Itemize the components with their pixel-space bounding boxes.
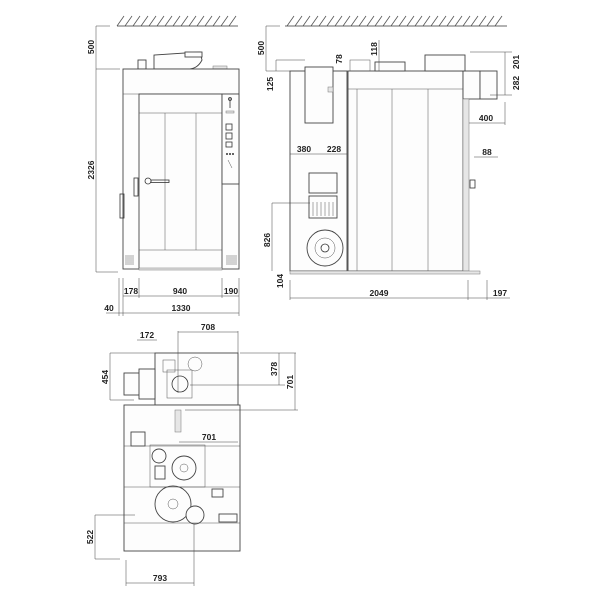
vent-right [226, 255, 237, 265]
vent-left [125, 255, 134, 265]
dim-front-door: 940 [173, 286, 187, 296]
side-body [347, 70, 464, 272]
dim-side-400: 400 [479, 113, 493, 123]
dim-side-104: 104 [275, 274, 285, 288]
ceiling-hatch [116, 15, 238, 27]
dim-side-ceiling: 500 [256, 41, 266, 55]
dim-front-left: 178 [124, 286, 138, 296]
side-motor [306, 229, 344, 267]
dim-front-right: 190 [224, 286, 238, 296]
dim-side-88: 88 [482, 147, 492, 157]
fan-wheel [154, 485, 192, 523]
front-view: 500 2326 178 940 190 1330 40 [86, 15, 240, 316]
dim-side-125: 125 [265, 77, 275, 91]
dim-top-454: 454 [100, 370, 110, 384]
dim-front-height: 2326 [86, 160, 96, 179]
dim-side-282: 282 [511, 76, 521, 90]
dim-top-378: 378 [269, 362, 279, 376]
dim-side-118: 118 [369, 42, 379, 56]
top-view: 708 172 454 378 701 701 522 793 [85, 322, 298, 586]
dim-front-total: 1330 [172, 303, 191, 313]
oven-door [138, 93, 223, 270]
side-view: 500 125 78 118 201 282 400 380 228 88 82… [256, 15, 521, 300]
dim-side-201: 201 [511, 55, 521, 69]
dim-side-228: 228 [327, 144, 341, 154]
dim-top-172: 172 [140, 330, 154, 340]
dim-front-offset: 40 [104, 303, 114, 313]
dim-top-701-h: 701 [202, 432, 216, 442]
dim-top-701-v: 701 [285, 375, 295, 389]
dim-front-ceiling: 500 [86, 40, 96, 54]
pulley [171, 455, 197, 481]
dim-top-522: 522 [85, 530, 95, 544]
top-view-upper [154, 352, 239, 406]
dim-top-708: 708 [201, 322, 215, 332]
flue-outlet [171, 375, 189, 393]
dim-top-793: 793 [153, 573, 167, 583]
side-rack-rail [462, 98, 470, 272]
dim-side-197: 197 [493, 288, 507, 298]
dim-side-380: 380 [297, 144, 311, 154]
dim-side-826: 826 [262, 233, 272, 247]
dim-side-depth: 2049 [370, 288, 389, 298]
dim-side-78: 78 [334, 54, 344, 64]
